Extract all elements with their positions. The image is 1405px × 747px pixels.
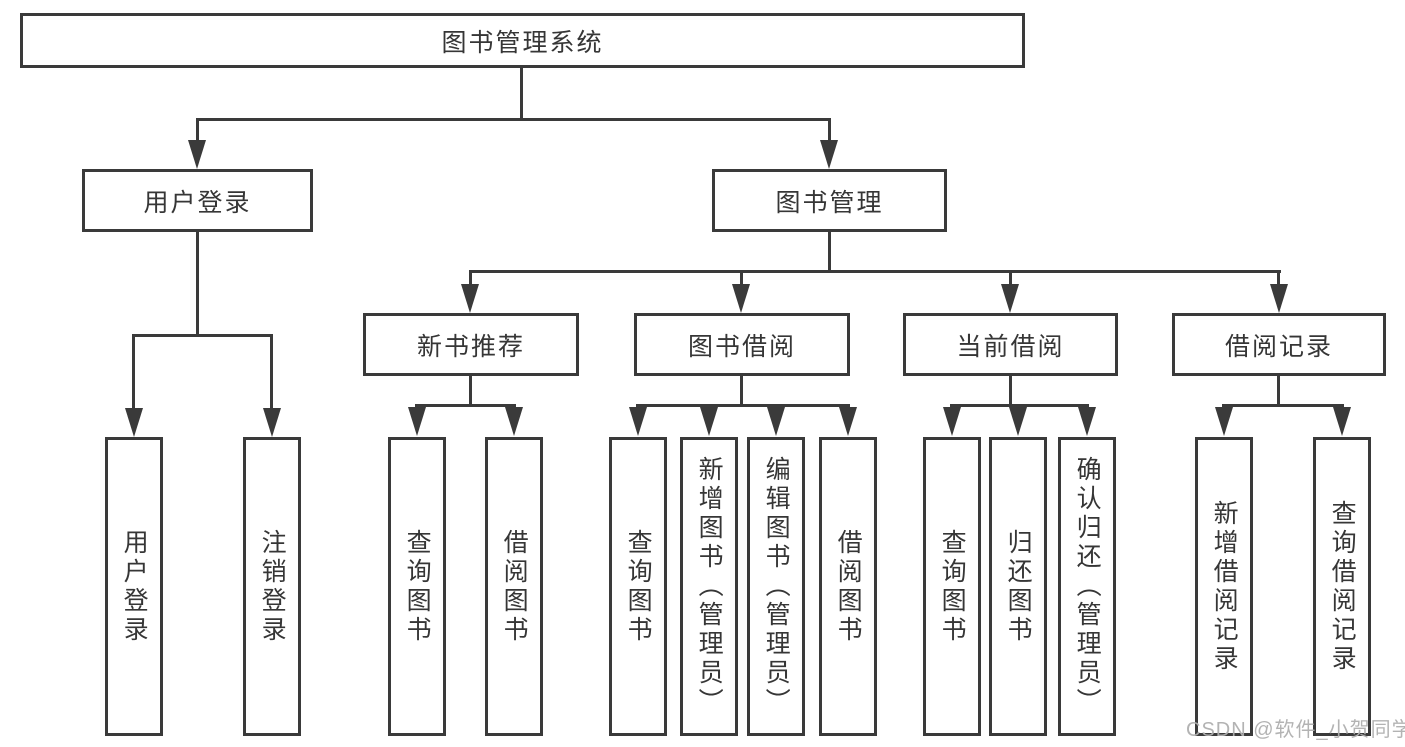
node-label: 注销登录 [258, 528, 287, 645]
arrowhead-down-icon [700, 407, 718, 436]
connector-recommend-stem [469, 376, 472, 405]
node-label: 归还图书 [1004, 528, 1033, 645]
node-label: 新增图书（管理员） [695, 456, 724, 717]
arrowhead-down-icon [1001, 284, 1019, 313]
node-label: 用户登录 [143, 188, 252, 217]
arrowhead-down-icon [263, 408, 281, 437]
node-label: 新增借阅记录 [1210, 499, 1239, 674]
connector-recommend-rail [415, 404, 516, 407]
node-book-management: 图书管理 [712, 169, 947, 232]
leaf-borrow-books-borrowing: 借阅图书 [819, 437, 877, 736]
connector-stem-borrow [740, 270, 743, 288]
leaf-query-books-current: 查询图书 [923, 437, 981, 736]
connector-stem-user-login [196, 118, 199, 143]
arrowhead-down-icon [125, 408, 143, 437]
arrowhead-down-icon [732, 284, 750, 313]
node-label: 借阅图书 [500, 528, 529, 645]
arrowhead-down-icon [629, 407, 647, 436]
leaf-query-books-recommend: 查询图书 [388, 437, 446, 736]
connector-stem-leaf-login [132, 334, 135, 410]
arrowhead-down-icon [820, 140, 838, 169]
leaf-return-books: 归还图书 [989, 437, 1047, 736]
connector-stem-leaf-logout [270, 334, 273, 410]
node-label: 当前借阅 [956, 332, 1065, 361]
leaf-add-books-admin: 新增图书（管理员） [680, 437, 738, 736]
leaf-borrow-books-recommend: 借阅图书 [485, 437, 543, 736]
arrowhead-down-icon [1333, 407, 1351, 436]
connector-borrow-stem [740, 376, 743, 405]
node-label: 图书管理系统 [441, 28, 604, 57]
node-new-book-recommend: 新书推荐 [363, 313, 579, 376]
connector-records-stem [1277, 376, 1280, 405]
node-label: 查询图书 [938, 528, 967, 645]
leaf-logout: 注销登录 [243, 437, 301, 736]
node-label: 图书借阅 [687, 332, 796, 361]
node-label: 新书推荐 [416, 332, 525, 361]
connector-records-rail [1222, 404, 1344, 407]
csdn-watermark: CSDN @软件_小贺同学 [1186, 719, 1405, 741]
connector-userlogin-rail [132, 334, 273, 337]
leaf-edit-books-admin: 编辑图书（管理员） [747, 437, 805, 736]
arrowhead-down-icon [188, 140, 206, 169]
connector-stem-records [1277, 270, 1280, 288]
connector-stem-book-mgmt [828, 118, 831, 143]
arrowhead-down-icon [839, 407, 857, 436]
connector-bookmgmt-stem [828, 232, 831, 270]
arrowhead-down-icon [943, 407, 961, 436]
arrowhead-down-icon [505, 407, 523, 436]
node-label: 用户登录 [120, 528, 149, 645]
node-user-login: 用户登录 [82, 169, 313, 232]
node-label: 查询图书 [403, 528, 432, 645]
node-root-system: 图书管理系统 [20, 13, 1025, 68]
arrowhead-down-icon [461, 284, 479, 313]
arrowhead-down-icon [1009, 407, 1027, 436]
connector-root-stem [520, 67, 523, 119]
connector-root-rail [196, 118, 831, 121]
leaf-add-borrow-record: 新增借阅记录 [1195, 437, 1253, 736]
arrowhead-down-icon [1215, 407, 1233, 436]
connector-current-stem [1009, 376, 1012, 405]
leaf-query-books-borrowing: 查询图书 [609, 437, 667, 736]
node-label: 图书管理 [775, 188, 884, 217]
node-label: 借阅图书 [834, 528, 863, 645]
connector-current-rail [950, 404, 1089, 407]
node-label: 查询图书 [624, 528, 653, 645]
arrowhead-down-icon [1078, 407, 1096, 436]
connector-userlogin-stem [196, 232, 199, 334]
node-label: 借阅记录 [1224, 332, 1333, 361]
node-label: 编辑图书（管理员） [762, 456, 791, 717]
arrowhead-down-icon [408, 407, 426, 436]
arrowhead-down-icon [767, 407, 785, 436]
leaf-query-borrow-record: 查询借阅记录 [1313, 437, 1371, 736]
node-book-borrowing: 图书借阅 [634, 313, 850, 376]
node-current-borrowing: 当前借阅 [903, 313, 1118, 376]
leaf-user-login: 用户登录 [105, 437, 163, 736]
node-label: 确认归还（管理员） [1073, 456, 1102, 717]
connector-bookmgmt-rail [469, 270, 1281, 273]
leaf-confirm-return-admin: 确认归还（管理员） [1058, 437, 1116, 736]
node-borrow-records: 借阅记录 [1172, 313, 1386, 376]
node-label: 查询借阅记录 [1328, 499, 1357, 674]
arrowhead-down-icon [1270, 284, 1288, 313]
connector-borrow-rail [636, 404, 850, 407]
connector-stem-current [1009, 270, 1012, 288]
connector-stem-recommend [469, 270, 472, 288]
